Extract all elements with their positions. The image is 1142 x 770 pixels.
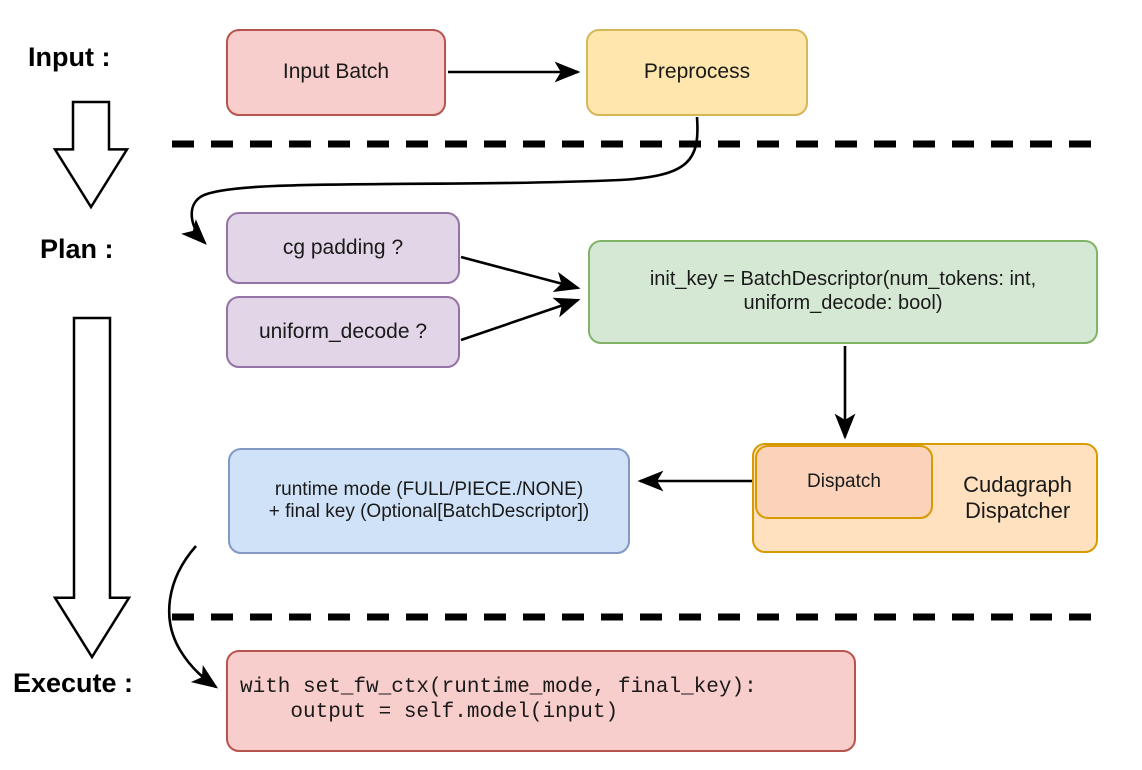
node-execute-code[interactable]: with set_fw_ctx(runtime_mode, final_key)…: [226, 650, 856, 752]
node-runtime-mode[interactable]: runtime mode (FULL/PIECE./NONE) + final …: [228, 448, 630, 554]
node-label-runtime-mode: runtime mode (FULL/PIECE./NONE) + final …: [268, 478, 590, 522]
stage-arrow-input-plan: [52, 100, 130, 210]
node-label-init-key: init_key = BatchDescriptor(num_tokens: i…: [649, 268, 1037, 314]
stage-flow-arrows: [52, 100, 132, 660]
stage-label-execute: Execute :: [13, 668, 134, 698]
node-dispatch[interactable]: Dispatch: [755, 445, 933, 519]
stage-arrow-plan-execute: [52, 316, 132, 660]
node-label-input-batch: Input Batch: [282, 60, 390, 84]
stage-label-plan: Plan :: [40, 234, 114, 264]
node-label-preprocess: Preprocess: [643, 60, 751, 84]
node-label-uniform-decode: uniform_decode ?: [258, 319, 428, 343]
runtime-mode-to-execute-code: [167, 545, 219, 689]
flow-connectors: [167, 61, 856, 689]
node-cg-padding[interactable]: cg padding ?: [226, 212, 460, 284]
node-init-key[interactable]: init_key = BatchDescriptor(num_tokens: i…: [588, 240, 1098, 344]
node-label-execute-code: with set_fw_ctx(runtime_mode, final_key)…: [240, 676, 757, 724]
node-label-dispatch: Dispatch: [807, 470, 881, 492]
node-label-cg-padding: cg padding ?: [282, 235, 404, 259]
node-input-batch[interactable]: Input Batch: [226, 29, 446, 116]
node-preprocess[interactable]: Preprocess: [586, 29, 808, 116]
stage-label-input: Input :: [28, 42, 111, 72]
node-label-cudagraph-dispatcher: Cudagraph Dispatcher: [963, 472, 1072, 523]
uniform-decode-to-init-key: [460, 297, 581, 342]
node-uniform-decode[interactable]: uniform_decode ?: [226, 296, 460, 368]
cg-padding-to-init-key: [460, 255, 581, 293]
